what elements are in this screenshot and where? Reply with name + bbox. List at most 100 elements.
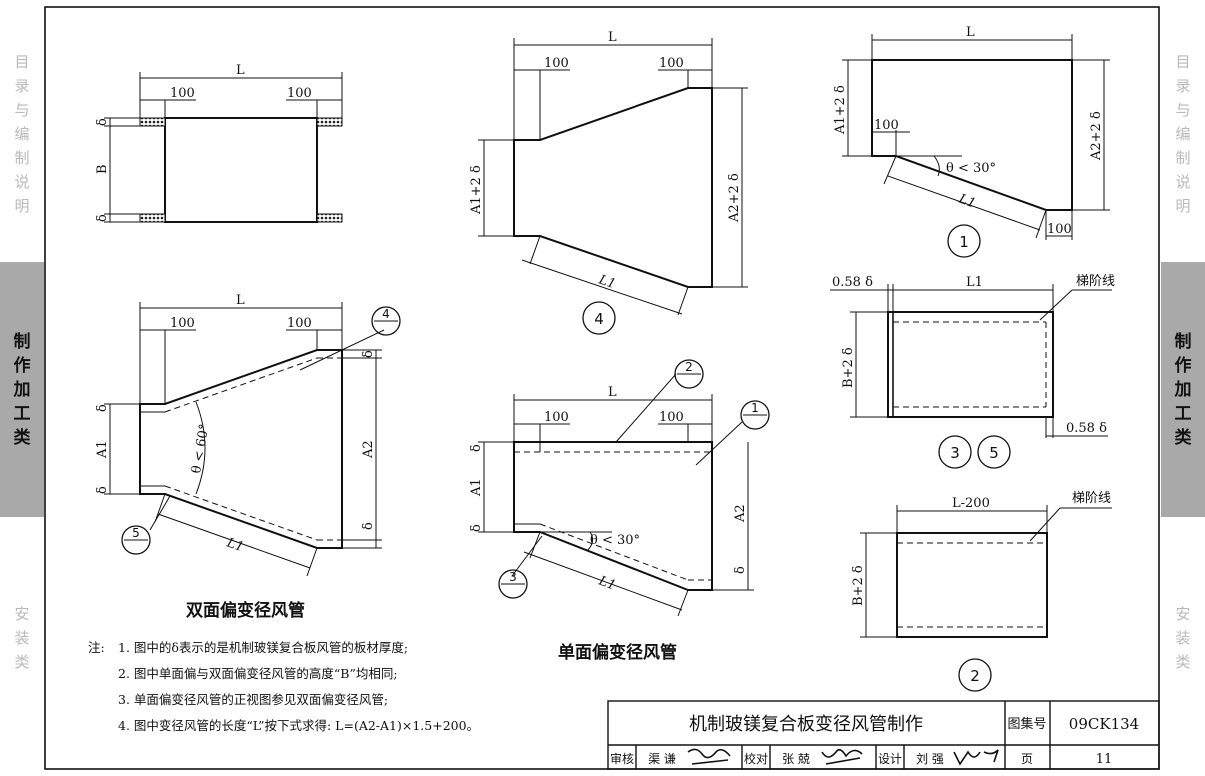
callout-number: 1 bbox=[959, 233, 969, 251]
part-1-drawing bbox=[842, 34, 1110, 240]
signature-marks bbox=[687, 748, 999, 766]
dim-L-200: L-200 bbox=[952, 496, 990, 511]
tab-char: 类 bbox=[1174, 427, 1192, 448]
dim-A1: A1 bbox=[95, 440, 110, 459]
dim-100: 100 bbox=[659, 56, 684, 71]
sheet-border bbox=[44, 6, 1160, 770]
dim-A1-2d: A1+2 δ bbox=[833, 85, 848, 135]
dim-100: 100 bbox=[170, 316, 195, 331]
tab-char: 工 bbox=[13, 403, 31, 424]
tab-char: 类 bbox=[13, 427, 31, 448]
leader-number: 3 bbox=[509, 570, 517, 584]
callout-circle-4 bbox=[582, 301, 616, 335]
dim-L: L bbox=[608, 385, 617, 400]
tab-char: 作 bbox=[1174, 355, 1192, 376]
dim-100: 100 bbox=[874, 118, 899, 133]
dim-A1: A1 bbox=[469, 478, 484, 497]
leader-number: 1 bbox=[751, 401, 759, 415]
right-tab-catalog[interactable]: 目 录 与 编 制 说 明 bbox=[1161, 50, 1205, 218]
dim-100: 100 bbox=[544, 410, 569, 425]
tab-char: 录 bbox=[14, 77, 30, 95]
tab-char: 制 bbox=[13, 331, 31, 352]
plan-view-4-drawing bbox=[478, 38, 748, 316]
callout-circle-5 bbox=[977, 435, 1011, 469]
left-tab-catalog[interactable]: 目 录 与 编 制 说 明 bbox=[0, 50, 44, 218]
notes-lead: 注: bbox=[88, 640, 105, 655]
title-block-frame bbox=[607, 700, 1160, 770]
left-tab-installation[interactable]: 安 装 类 bbox=[0, 602, 44, 674]
dim-delta: δ bbox=[361, 350, 376, 358]
tab-char: 编 bbox=[14, 125, 30, 143]
drawing-title: 机制玻镁复合板变径风管制作 bbox=[689, 714, 923, 735]
tab-char: 制 bbox=[14, 149, 30, 167]
leader-circle-1 bbox=[740, 400, 770, 430]
tab-char: 装 bbox=[1175, 629, 1191, 647]
note-line: 4. 图中变径风管的长度“L”按下式求得: L=(A2-A1)×1.5+200。 bbox=[88, 716, 479, 742]
dim-delta: δ bbox=[95, 486, 110, 494]
tab-char: 制 bbox=[1174, 331, 1192, 352]
dim-0.58-delta: 0.58 δ bbox=[832, 275, 873, 290]
tab-char: 说 bbox=[14, 173, 30, 191]
callout-number: 3 bbox=[950, 444, 960, 462]
single-reducer-caption: 单面偏变径风管 bbox=[558, 643, 677, 663]
tab-char: 目 bbox=[14, 53, 30, 71]
dim-100: 100 bbox=[544, 56, 569, 71]
note-line: 注: 1. 图中的δ表示的是机制玻镁复合板风管的板材厚度; bbox=[88, 638, 479, 664]
dim-L1: L1 bbox=[966, 275, 983, 290]
dim-100: 100 bbox=[287, 316, 312, 331]
tab-char: 目 bbox=[1175, 53, 1191, 71]
tab-char: 加 bbox=[13, 379, 31, 400]
tab-char: 明 bbox=[14, 197, 30, 215]
note-line: 3. 单面偏变径风管的正视图参见双面偏变径风管; bbox=[88, 690, 479, 716]
leader-circle-3 bbox=[498, 569, 528, 599]
audit-name: 渠 谦 bbox=[648, 752, 676, 766]
dim-L1: L1 bbox=[224, 535, 246, 555]
angle-theta-30: θ < 30° bbox=[946, 161, 996, 176]
dim-100: 100 bbox=[659, 410, 684, 425]
atlas-number: 09CK134 bbox=[1069, 715, 1139, 733]
callout-number: 4 bbox=[594, 310, 604, 328]
angle-theta-30: θ < 30° bbox=[590, 533, 640, 548]
dim-A1-2d: A1+2 δ bbox=[469, 165, 484, 215]
note-text: 1. 图中的δ表示的是机制玻镁复合板风管的板材厚度; bbox=[118, 640, 409, 655]
tab-char: 装 bbox=[14, 629, 30, 647]
right-tab-fabrication[interactable]: 制 作 加 工 类 bbox=[1161, 262, 1205, 517]
step-line-label: 梯阶线 bbox=[1076, 274, 1115, 289]
tab-char: 安 bbox=[1175, 605, 1191, 623]
tab-char: 类 bbox=[1175, 653, 1191, 671]
check-label: 校对 bbox=[744, 751, 768, 766]
dim-L1: L1 bbox=[956, 191, 978, 211]
design-label: 设计 bbox=[878, 752, 902, 766]
dim-A2: A2 bbox=[733, 504, 748, 523]
design-name: 刘 强 bbox=[916, 752, 944, 766]
dim-L: L bbox=[236, 293, 245, 308]
step-line-label: 梯阶线 bbox=[1072, 491, 1111, 506]
left-tab-fabrication[interactable]: 制 作 加 工 类 bbox=[0, 262, 44, 517]
dim-B-2d: B+2 δ bbox=[841, 347, 856, 388]
dim-delta: δ bbox=[361, 522, 376, 530]
note-text: 2. 图中单面偏与双面偏变径风管的高度“B”均相同; bbox=[118, 666, 398, 681]
note-line: 2. 图中单面偏与双面偏变径风管的高度“B”均相同; bbox=[88, 664, 479, 690]
tab-char: 工 bbox=[1174, 403, 1192, 424]
atlas-label: 图集号 bbox=[1007, 716, 1046, 732]
part-3-5-drawing bbox=[830, 284, 1112, 438]
dim-L: L bbox=[966, 25, 975, 40]
dim-delta: δ bbox=[95, 214, 110, 222]
page-label: 页 bbox=[1021, 752, 1033, 766]
tab-char: 类 bbox=[14, 653, 30, 671]
callout-number: 2 bbox=[970, 667, 980, 685]
tab-char: 明 bbox=[1175, 197, 1191, 215]
leader-number: 5 bbox=[132, 526, 140, 540]
double-reducer-caption: 双面偏变径风管 bbox=[186, 601, 305, 621]
dim-100: 100 bbox=[287, 86, 312, 101]
notes-block: 注: 1. 图中的δ表示的是机制玻镁复合板风管的板材厚度; 2. 图中单面偏与双面… bbox=[88, 638, 479, 742]
audit-label: 审核 bbox=[610, 751, 634, 766]
part-2-drawing bbox=[860, 505, 1112, 638]
tab-char: 作 bbox=[13, 355, 31, 376]
dim-L1: L1 bbox=[596, 573, 618, 593]
right-tab-installation[interactable]: 安 装 类 bbox=[1161, 602, 1205, 674]
dim-B: B bbox=[95, 164, 110, 174]
callout-circle-2 bbox=[958, 658, 992, 692]
leader-number: 4 bbox=[382, 307, 390, 321]
